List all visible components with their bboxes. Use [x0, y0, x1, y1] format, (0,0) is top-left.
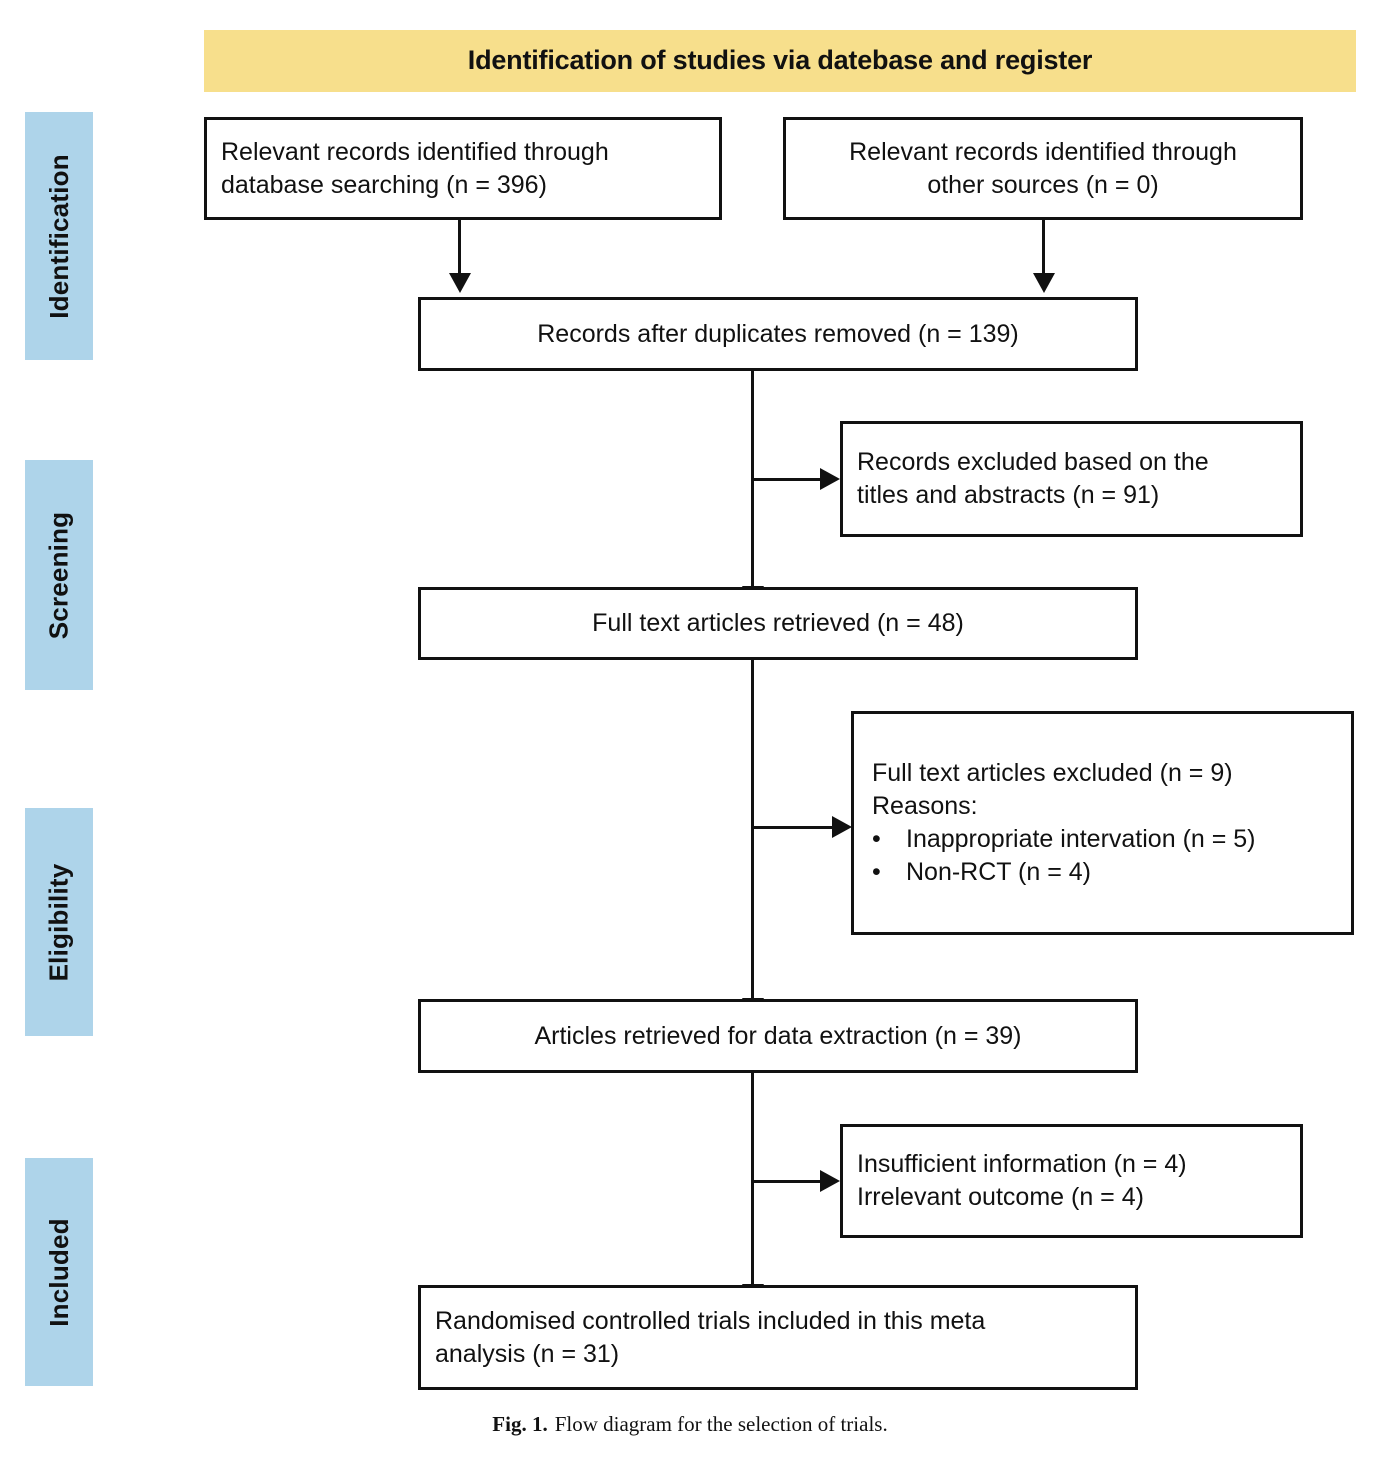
box-fulltext-excluded-reason-2: • Non-RCT (n = 4)	[872, 856, 1091, 889]
connector-fulltext-trunk	[751, 660, 754, 1000]
connector-extraction-to-excluded-line	[751, 1180, 824, 1183]
figure-caption: Fig. 1.Flow diagram for the selection of…	[0, 1412, 1380, 1437]
box-other-sources-line-1: Relevant records identified through	[849, 137, 1237, 166]
box-fulltext-excluded-reason-1: • Inappropriate intervation (n = 5)	[872, 823, 1256, 856]
box-included-final: Randomised controlled trials included in…	[418, 1285, 1138, 1390]
connector-db-to-duplicates-arrow-icon	[449, 273, 471, 293]
box-other-sources-line-2: other sources (n = 0)	[927, 170, 1159, 199]
box-duplicates-removed: Records after duplicates removed (n = 13…	[418, 297, 1138, 371]
stage-label-identification-text: Identification	[43, 153, 74, 319]
header-banner: Identification of studies via datebase a…	[204, 30, 1356, 92]
box-post-extraction-excluded-line-2: Irrelevant outcome (n = 4)	[857, 1183, 1144, 1211]
box-fulltext-excluded-reason-1-text: Inappropriate intervation (n = 5)	[906, 825, 1256, 853]
box-fulltext-excluded-line-2: Reasons:	[872, 792, 978, 820]
box-data-extraction: Articles retrieved for data extraction (…	[418, 999, 1138, 1073]
stage-label-screening: Screening	[25, 460, 93, 690]
bullet-icon: •	[872, 825, 881, 853]
box-fulltext-retrieved-line-1: Full text articles retrieved (n = 48)	[592, 609, 964, 637]
box-duplicates-removed-line-1: Records after duplicates removed (n = 13…	[537, 319, 1019, 348]
figure-caption-text: Flow diagram for the selection of trials…	[554, 1412, 888, 1436]
box-records-excluded-line-1: Records excluded based on the	[857, 448, 1209, 476]
box-database-searching-line-2: database searching (n = 396)	[221, 170, 547, 199]
figure-caption-label: Fig. 1.	[492, 1412, 548, 1436]
stage-label-eligibility-text: Eligibility	[43, 863, 74, 981]
bullet-icon: •	[872, 858, 881, 886]
connector-extraction-trunk	[751, 1073, 754, 1286]
box-post-extraction-excluded: Insufficient information (n = 4) Irrelev…	[840, 1124, 1303, 1238]
stage-label-included: Included	[25, 1158, 93, 1386]
connector-duplicates-to-excluded-line	[751, 478, 824, 481]
stage-label-included-text: Included	[43, 1217, 74, 1327]
connector-duplicates-to-excluded-arrow-icon	[820, 468, 840, 490]
header-title: Identification of studies via datebase a…	[467, 45, 1093, 76]
box-records-excluded-line-2: titles and abstracts (n = 91)	[857, 481, 1160, 509]
box-included-final-line-1: Randomised controlled trials included in…	[435, 1306, 986, 1335]
box-database-searching-line-1: Relevant records identified through	[221, 137, 609, 166]
box-fulltext-excluded: Full text articles excluded (n = 9) Reas…	[851, 711, 1354, 935]
box-fulltext-excluded-line-1: Full text articles excluded (n = 9)	[872, 759, 1233, 787]
connector-other-to-duplicates-line	[1042, 220, 1045, 275]
box-fulltext-excluded-reason-2-text: Non-RCT (n = 4)	[906, 858, 1092, 886]
box-data-extraction-line-1: Articles retrieved for data extraction (…	[534, 1021, 1022, 1050]
box-records-excluded: Records excluded based on the titles and…	[840, 421, 1303, 537]
box-included-final-line-2: analysis (n = 31)	[435, 1339, 620, 1368]
connector-other-to-duplicates-arrow-icon	[1033, 273, 1055, 293]
stage-label-identification: Identification	[25, 112, 93, 360]
stage-label-screening-text: Screening	[43, 511, 74, 639]
connector-db-to-duplicates-line	[458, 220, 461, 275]
box-fulltext-retrieved: Full text articles retrieved (n = 48)	[418, 587, 1138, 660]
stage-label-eligibility: Eligibility	[25, 808, 93, 1036]
connector-fulltext-to-excluded-line	[751, 826, 836, 829]
box-database-searching: Relevant records identified through data…	[204, 117, 722, 220]
box-post-extraction-excluded-line-1: Insufficient information (n = 4)	[857, 1150, 1187, 1178]
connector-fulltext-to-excluded-arrow-icon	[832, 816, 852, 838]
connector-extraction-to-excluded-arrow-icon	[820, 1170, 840, 1192]
box-other-sources: Relevant records identified through othe…	[783, 117, 1303, 220]
